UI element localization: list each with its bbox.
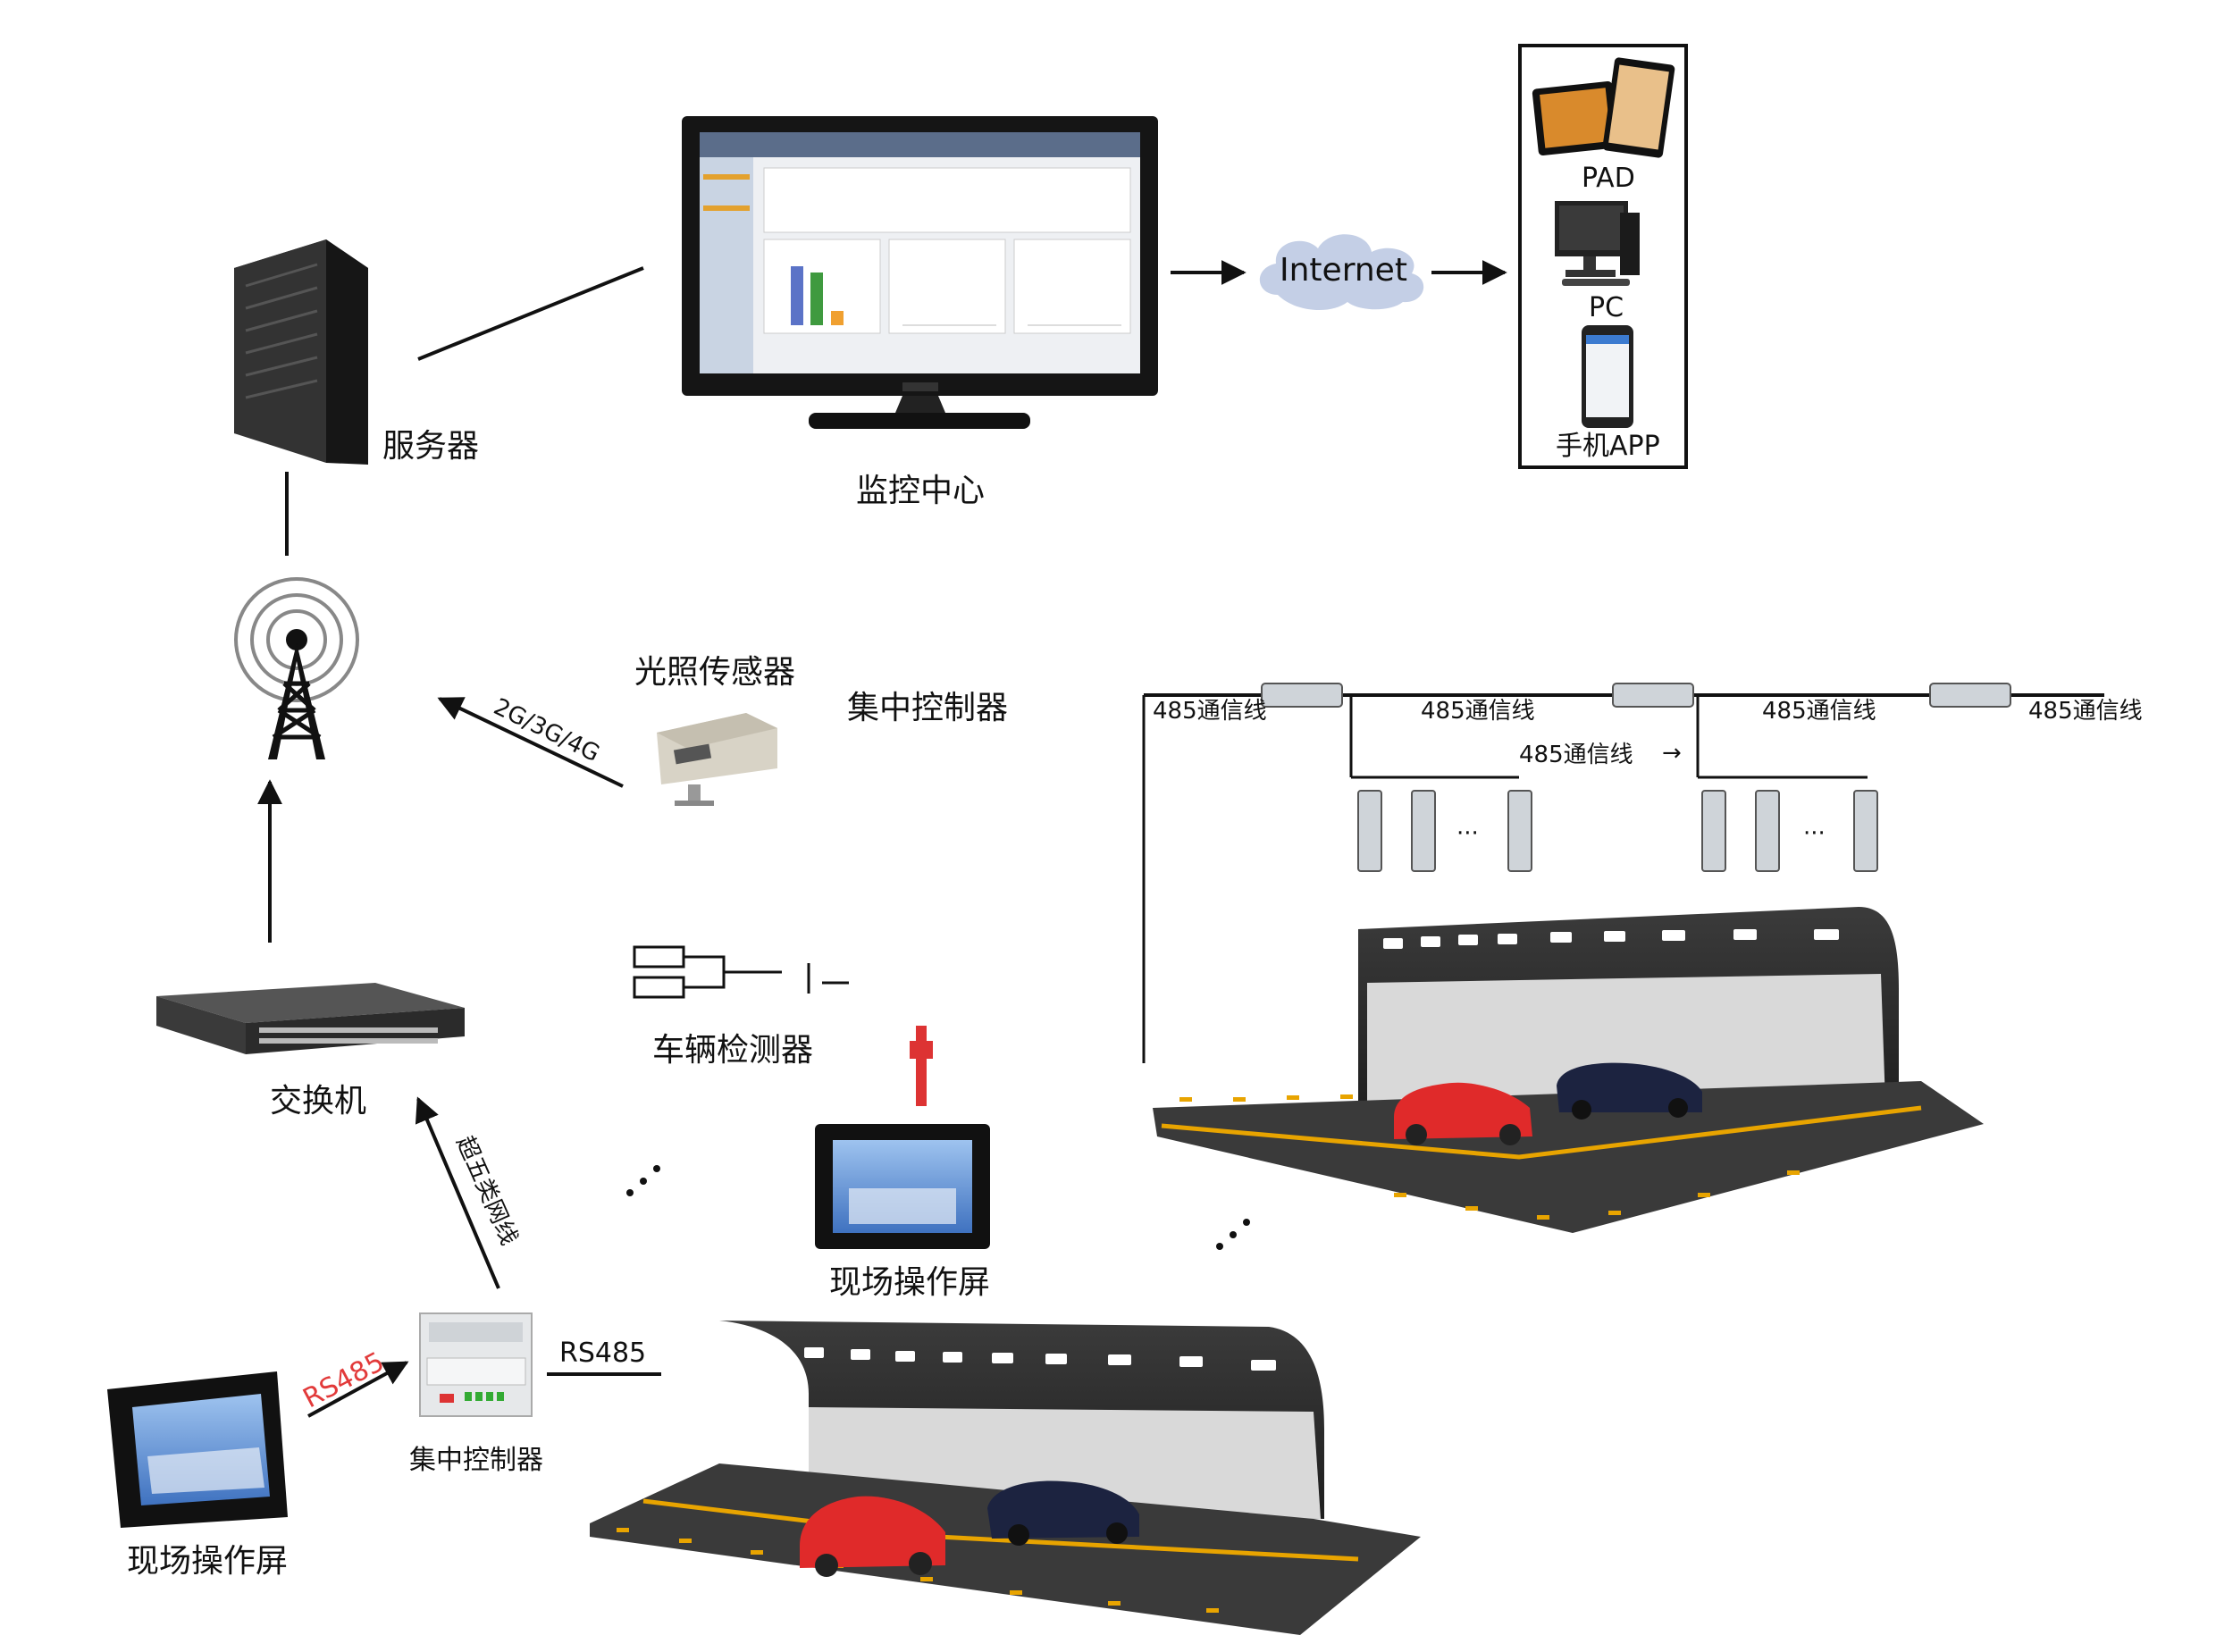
car-icon (800, 1480, 1139, 1577)
tunnel-icon (590, 1321, 1421, 1635)
pc-label: PC (1589, 292, 1624, 323)
comm-line-label-1: 485通信线 (1153, 698, 1267, 725)
comm-line-label-3: 485通信线 (1762, 698, 1876, 725)
ellipsis-dots (626, 1165, 1250, 1250)
field-screen-bottom-label: 现场操作屏 (127, 1543, 289, 1580)
touch-screen-icon (815, 1026, 990, 1249)
car-icon (1394, 1062, 1702, 1145)
internet-label: Internet (1280, 252, 1407, 289)
comm-line-arrow: → (1662, 740, 1682, 767)
comm-line-label-4: 485通信线 (2028, 698, 2143, 725)
tunnel-icon (1142, 683, 2104, 1233)
switch-icon (156, 983, 465, 1054)
comm-line-label-5: 485通信线 (1519, 742, 1633, 768)
driver-module-icon (1261, 683, 2011, 708)
mobile-app-label: 手机APP (1556, 431, 1660, 462)
central-controller-bottom-label: 集中控制器 (409, 1445, 543, 1476)
client-devices-box (1518, 44, 1688, 469)
switch-label: 交换机 (270, 1083, 367, 1120)
touch-screen-icon (107, 1371, 288, 1528)
cloud-icon (1259, 234, 1424, 311)
rs485-label: RS485 (559, 1338, 647, 1369)
tablet-icon (1532, 57, 1675, 158)
driver-module-icon (1357, 790, 1878, 872)
ellipsis-1: ··· (1456, 820, 1479, 847)
monitor-icon (682, 116, 1158, 429)
detector-icon (633, 945, 849, 999)
ellipsis-2: ··· (1803, 820, 1826, 847)
vehicle-detector-label: 车辆检测器 (652, 1032, 814, 1069)
pad-label: PAD (1582, 163, 1635, 194)
central-controller-top-label: 集中控制器 (847, 690, 1009, 726)
tower-icon (234, 577, 359, 759)
comm-line-label-2: 485通信线 (1421, 698, 1535, 725)
server-label: 服务器 (382, 428, 480, 465)
server-monitor-link (417, 266, 644, 361)
light-sensor-label: 光照传感器 (634, 654, 796, 691)
monitor-center-label: 监控中心 (856, 473, 986, 509)
screen-controller-arrow (307, 1361, 409, 1418)
field-screen-mid-label: 现场操作屏 (829, 1264, 991, 1301)
controller-icon (419, 1312, 533, 1417)
pc-icon (1555, 201, 1640, 286)
sensor-tower-arrow (437, 697, 624, 788)
phone-icon (1582, 325, 1633, 428)
sensor-icon (657, 713, 777, 806)
server-icon (234, 239, 368, 465)
controller-switch-arrow (415, 1096, 500, 1289)
